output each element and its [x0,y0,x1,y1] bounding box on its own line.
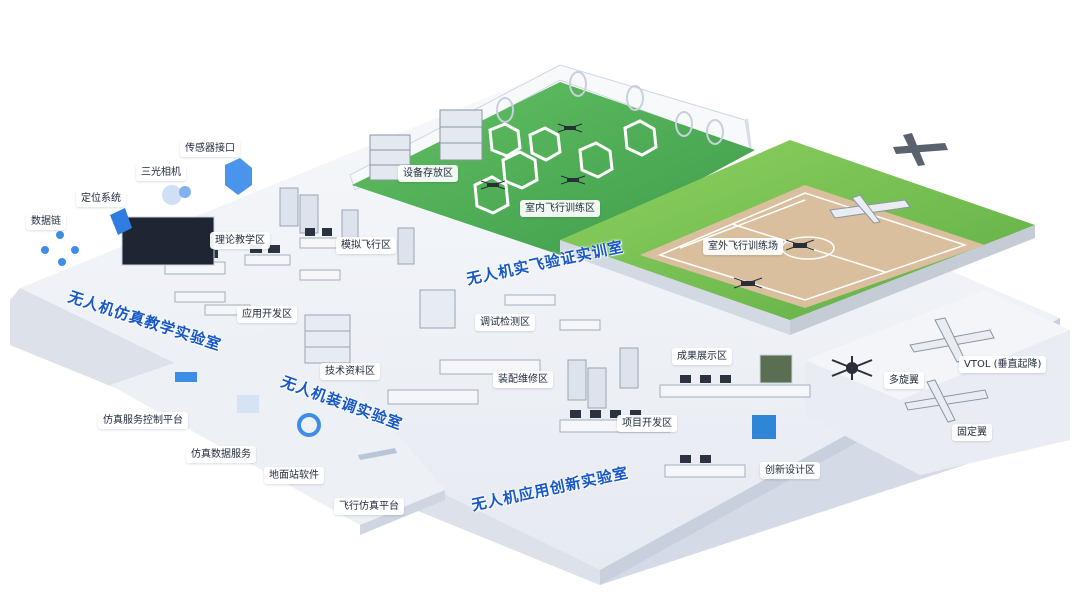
zone-label-indoor-training: 室内飞行训练区 [520,200,600,217]
platform-label-sim-service-control: 仿真服务控制平台 [98,412,188,429]
zone-label-tri-camera: 三光相机 [136,164,186,181]
zone-label-debug-test: 调试检测区 [475,314,535,331]
platform-label-ground-station: 地面站软件 [264,467,324,484]
wall-rings [496,71,724,145]
zone-label-theory-teaching: 理论教学区 [210,232,270,249]
zone-label-assembly-repair: 装配维修区 [493,371,553,388]
tech-icons [41,158,397,460]
innovation-cube [752,415,776,439]
zone-label-data-link: 数据链 [26,213,66,230]
aircraft-label-vtol: VTOL (垂直起降) [959,356,1047,373]
zone-label-tech-docs: 技术资料区 [320,363,380,380]
aircraft-models [829,194,995,423]
zone-label-sensor-interface: 传感器接口 [180,140,240,157]
bookshelves [304,289,456,364]
platform-label-sim-data-service: 仿真数据服务 [186,446,256,463]
zone-label-app-dev: 应用开发区 [237,306,297,323]
teaching-big-screen [121,216,215,266]
indoor-field [352,82,755,255]
zone-label-results-display: 成果展示区 [672,348,732,365]
zone-label-positioning: 定位系统 [76,190,126,207]
aircraft-label-multirotor: 多旋翼 [884,372,924,389]
results-display-screen [759,354,793,384]
zone-label-equipment-storage: 设备存放区 [398,165,458,182]
zone-label-sim-flight: 模拟飞行区 [336,237,396,254]
drones [480,123,873,380]
storage-racks [369,109,483,181]
server-cabinets [279,187,639,409]
zone-label-project-dev: 项目开发区 [617,415,677,432]
zone-label-creative-design: 创新设计区 [760,462,820,479]
octagon-rings [473,119,658,215]
flying-plane [893,133,948,166]
zone-label-outdoor-training: 室外飞行训练场 [703,238,783,255]
platform-label-flight-sim: 飞行仿真平台 [334,498,404,515]
aircraft-label-fixed-wing: 固定翼 [952,424,992,441]
